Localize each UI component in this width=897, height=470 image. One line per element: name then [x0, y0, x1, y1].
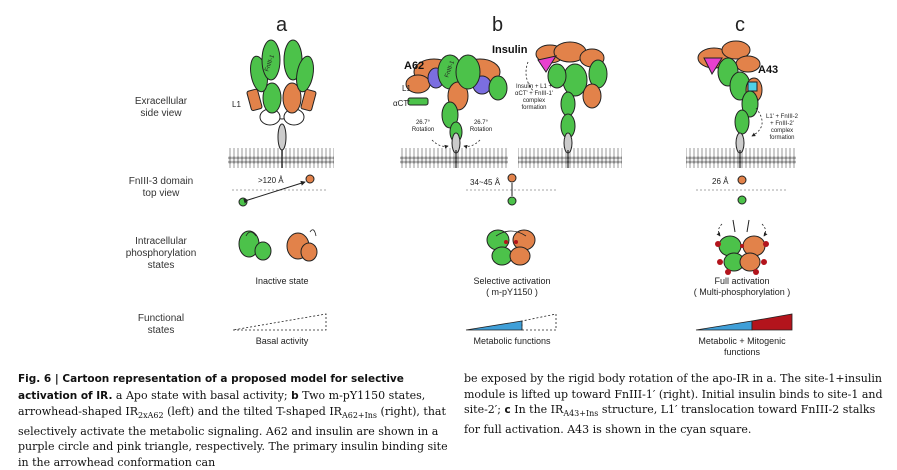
panel-letter-b: b [492, 14, 504, 36]
label-insulin: Insulin [492, 44, 528, 56]
label-distance-b: 34~45 Å [470, 178, 501, 187]
label-l1-a: L1 [232, 100, 241, 109]
function-basal: Basal activity [255, 336, 309, 346]
label-complex-b: Insulin + L1 + αCT' + FnIII-1' complex f… [515, 84, 553, 111]
function-metabolic-mitogenic-line1: Metabolic + Mitogenic [698, 336, 786, 346]
membrane-c [686, 148, 796, 168]
row-label-fniii: FnIII-3 domain top view [128, 176, 194, 199]
fniii3-dot-green-b [507, 196, 517, 206]
caption-title: Fig. 6 | Cartoon representation of a pro… [18, 373, 404, 402]
label-l1-b: L1 [402, 84, 411, 93]
bar-metabolic-c [695, 320, 753, 331]
bar-basal [232, 313, 327, 331]
state-selective-line1: Selective activation [473, 276, 551, 286]
fniii3-dot-green-c [737, 195, 747, 205]
label-distance-c: 26 Å [712, 177, 729, 186]
rotation-arrow-left [431, 139, 449, 149]
label-act-b: αCT' [393, 99, 410, 108]
membrane-b-left [400, 148, 508, 168]
state-full-line2: ( Multi-phosphorylation ) [693, 287, 791, 297]
state-selective-line2: ( m-pY1150 ) [486, 287, 538, 297]
complex-arrow-c [751, 107, 763, 137]
caption-left: Fig. 6 | Cartoon representation of a pro… [18, 373, 448, 469]
function-metabolic-mitogenic-line2: functions [723, 347, 761, 357]
panel-letter-a: a [276, 14, 288, 36]
ir-a62-ins-model [535, 41, 608, 168]
complex-arrow-b [525, 61, 535, 93]
label-rotation-right: 26.7° Rotation [469, 120, 493, 133]
label-distance-a: >120 Å [258, 176, 284, 185]
panel-letter-c: c [735, 14, 745, 36]
figure: a b c Exracellular side view FnIII-3 dom… [125, 14, 798, 357]
label-a43: A43 [758, 64, 779, 76]
ir-a43-ins-model [697, 40, 763, 168]
kinase-inactive [238, 229, 318, 262]
fniii3-dot-orange-a [305, 174, 315, 184]
membrane-b-right [518, 148, 622, 168]
row-label-intracellular: Intracellular phosphorylation states [125, 236, 197, 271]
apo-ir-model [246, 39, 317, 168]
state-full-line1: Full activation [714, 276, 770, 286]
function-metabolic: Metabolic functions [473, 336, 551, 346]
row-label-extracellular: Exracellular side view [134, 96, 188, 119]
ir-2xa62-model [405, 54, 508, 168]
membrane-a [228, 148, 334, 168]
fniii3-dot-orange-c [737, 175, 747, 185]
kinase-selective [486, 229, 536, 266]
fniii3-dot-orange-b [507, 173, 517, 183]
state-inactive: Inactive state [255, 276, 309, 286]
figure-artwork [228, 39, 796, 331]
label-a62: A62 [404, 60, 425, 72]
fniii3-dot-green-a [238, 197, 248, 207]
bar-mitogenic [751, 313, 793, 331]
label-rotation-left: 26.7° Rotation [411, 120, 435, 133]
label-complex-c: L1' + FnIII-2 + FnIII-2' complex formati… [766, 114, 798, 141]
row-label-functional: Functional states [137, 313, 185, 336]
bar-metabolic [465, 320, 523, 331]
kinase-full [715, 219, 769, 275]
caption-right: be exposed by the rigid body rotation of… [464, 372, 883, 436]
rotation-arrow-right [463, 139, 481, 149]
